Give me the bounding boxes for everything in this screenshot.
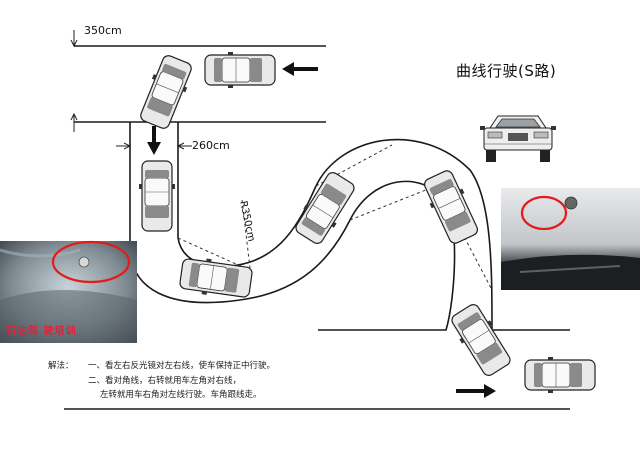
car-top-turning bbox=[135, 52, 197, 132]
car-middle-diagonal bbox=[290, 168, 360, 248]
notes-line-1: 一、看左右反光镜对左右线，使车保持正中行驶。 bbox=[88, 361, 276, 371]
photo-left-mirror-view bbox=[0, 240, 137, 343]
dimension-350-mark bbox=[70, 30, 78, 132]
car-top-horizontal bbox=[204, 51, 276, 89]
arrow-top-right bbox=[282, 62, 318, 76]
dimension-350-label: 350cm bbox=[84, 24, 122, 37]
photo-right-hood-view bbox=[501, 188, 640, 290]
car-lane-vertical bbox=[138, 160, 176, 232]
arrow-bottom-right bbox=[456, 384, 496, 398]
arrow-down bbox=[147, 126, 161, 155]
diagram-title: 曲线行驶(S路) bbox=[456, 62, 557, 80]
notes-line-3: 左转就用车右角对左线行驶。车角跟线走。 bbox=[100, 390, 262, 400]
car-exit-diagonal bbox=[446, 300, 516, 380]
notes-line-2: 二、看对角线，右转就用车左角对右线， bbox=[88, 376, 242, 386]
car-exit-horizontal bbox=[524, 356, 596, 394]
car-front-view bbox=[480, 115, 556, 162]
notes-prefix: 解法： bbox=[48, 361, 74, 371]
photo-left-caption: 石达驾 驶培训 bbox=[6, 326, 77, 337]
car-bottom-left bbox=[178, 254, 254, 302]
dimension-260-label: 260cm bbox=[192, 139, 230, 152]
car-right-diagonal bbox=[419, 167, 483, 247]
